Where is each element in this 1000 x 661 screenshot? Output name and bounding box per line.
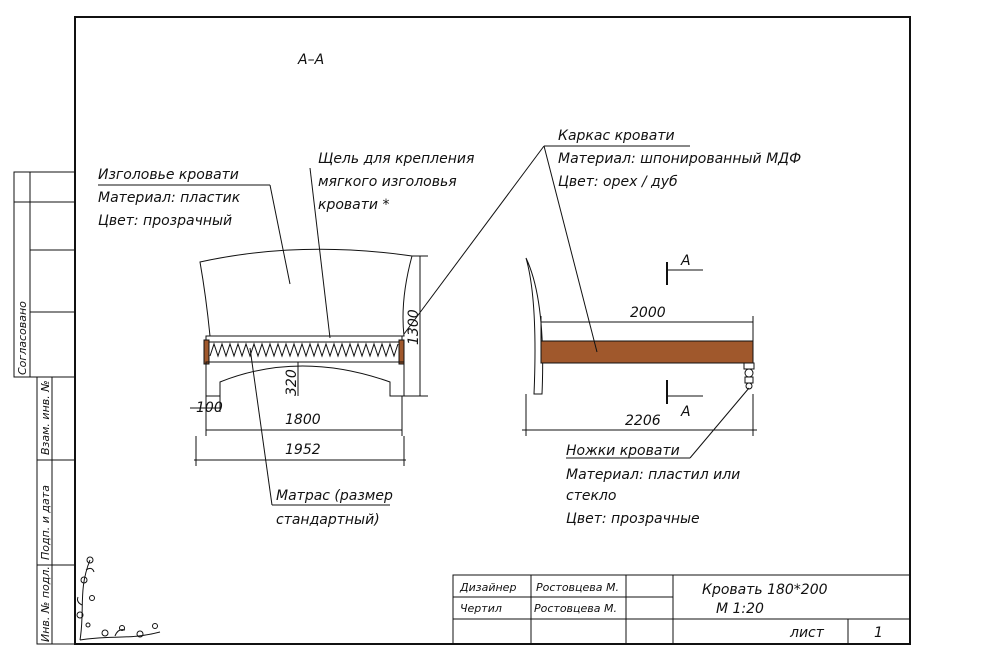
- side-sign-date-label: Подп. и дата: [39, 485, 52, 560]
- side-inv-replaced-label: Взам. инв. №: [39, 380, 52, 455]
- headboard: [199, 248, 413, 337]
- legs-note: Ножки кровати Материал: пластил или стек…: [566, 387, 750, 527]
- cut-marker-top-label: A: [680, 253, 691, 269]
- drawing-title: Кровать 180*200: [702, 582, 828, 598]
- legs-note-title: Ножки кровати: [566, 443, 680, 459]
- headboard-note-material: Материал: пластик: [98, 190, 241, 206]
- front-frame-rail-right: [398, 339, 405, 365]
- mattress-note-line2: стандартный): [276, 512, 380, 528]
- headboard-note-color: Цвет: прозрачный: [98, 213, 232, 229]
- floral-ornament: [76, 556, 161, 641]
- bed-base: [205, 361, 405, 397]
- slot-note-line2: мягкого изголовья: [318, 174, 457, 190]
- side-frame-rail: [540, 340, 754, 364]
- dim-leg-height: 320: [284, 369, 300, 396]
- mattress-note-line1: Матрас (размер: [276, 488, 393, 504]
- side-view: 2000 2206 A A: [522, 253, 757, 436]
- frame-note-title: Каркас кровати: [558, 128, 675, 144]
- side-headboard: [525, 257, 544, 395]
- slot-note: Щель для крепления мягкого изголовья кро…: [309, 151, 474, 339]
- drawing-scale: М 1:20: [716, 601, 764, 617]
- front-view: 1300 320 100 1800 1952: [190, 248, 428, 466]
- section-label: A–A: [297, 52, 324, 68]
- title-block: Дизайнер Ростовцева М. Чертил Ростовцева…: [452, 574, 911, 645]
- dim-outer-width: 1952: [285, 442, 321, 458]
- dim-inner-width: 1800: [285, 412, 321, 428]
- legs-note-material-line1: Материал: пластил или: [566, 467, 740, 483]
- frame-note-material: Материал: шпонированный МДФ: [558, 151, 801, 167]
- sheet-frame: [74, 16, 911, 645]
- dim-length: 2000: [630, 305, 666, 321]
- side-agreed-label: Согласовано: [16, 301, 29, 375]
- side-inv-original-label: Инв. № подл.: [39, 566, 52, 642]
- sheet-label: лист: [789, 625, 825, 641]
- front-frame-rail-left: [203, 339, 210, 365]
- mattress-note: Матрас (размер стандартный): [249, 347, 393, 528]
- drafter-name: Ростовцева М.: [534, 602, 617, 615]
- frame-note-color: Цвет: орех / дуб: [558, 174, 678, 190]
- headboard-note-title: Изголовье кровати: [98, 167, 239, 183]
- mattress-springs: [209, 342, 399, 358]
- legs-note-color: Цвет: прозрачные: [566, 511, 700, 527]
- designer-role: Дизайнер: [459, 581, 516, 594]
- frame-note: Каркас кровати Материал: шпонированный М…: [403, 128, 801, 353]
- dim-leg-width: 100: [196, 400, 223, 416]
- cut-marker-bottom-label: A: [680, 404, 691, 420]
- cut-marker-top: A: [666, 253, 703, 285]
- cut-marker-bottom: A: [666, 380, 703, 420]
- side-leg: [743, 362, 755, 390]
- drafter-role: Чертил: [460, 602, 502, 615]
- dim-height: 1300: [406, 309, 422, 345]
- headboard-note: Изголовье кровати Материал: пластик Цвет…: [98, 167, 291, 285]
- legs-note-material-line2: стекло: [566, 488, 616, 504]
- designer-name: Ростовцева М.: [536, 581, 619, 594]
- slot-note-line1: Щель для крепления: [318, 151, 474, 167]
- sheet-number: 1: [874, 625, 883, 641]
- dim-total-length: 2206: [625, 413, 661, 429]
- slot-note-line3: кровати *: [318, 197, 389, 213]
- side-stamp: Согласовано Взам. инв. № Подп. и дата Ин…: [13, 171, 76, 645]
